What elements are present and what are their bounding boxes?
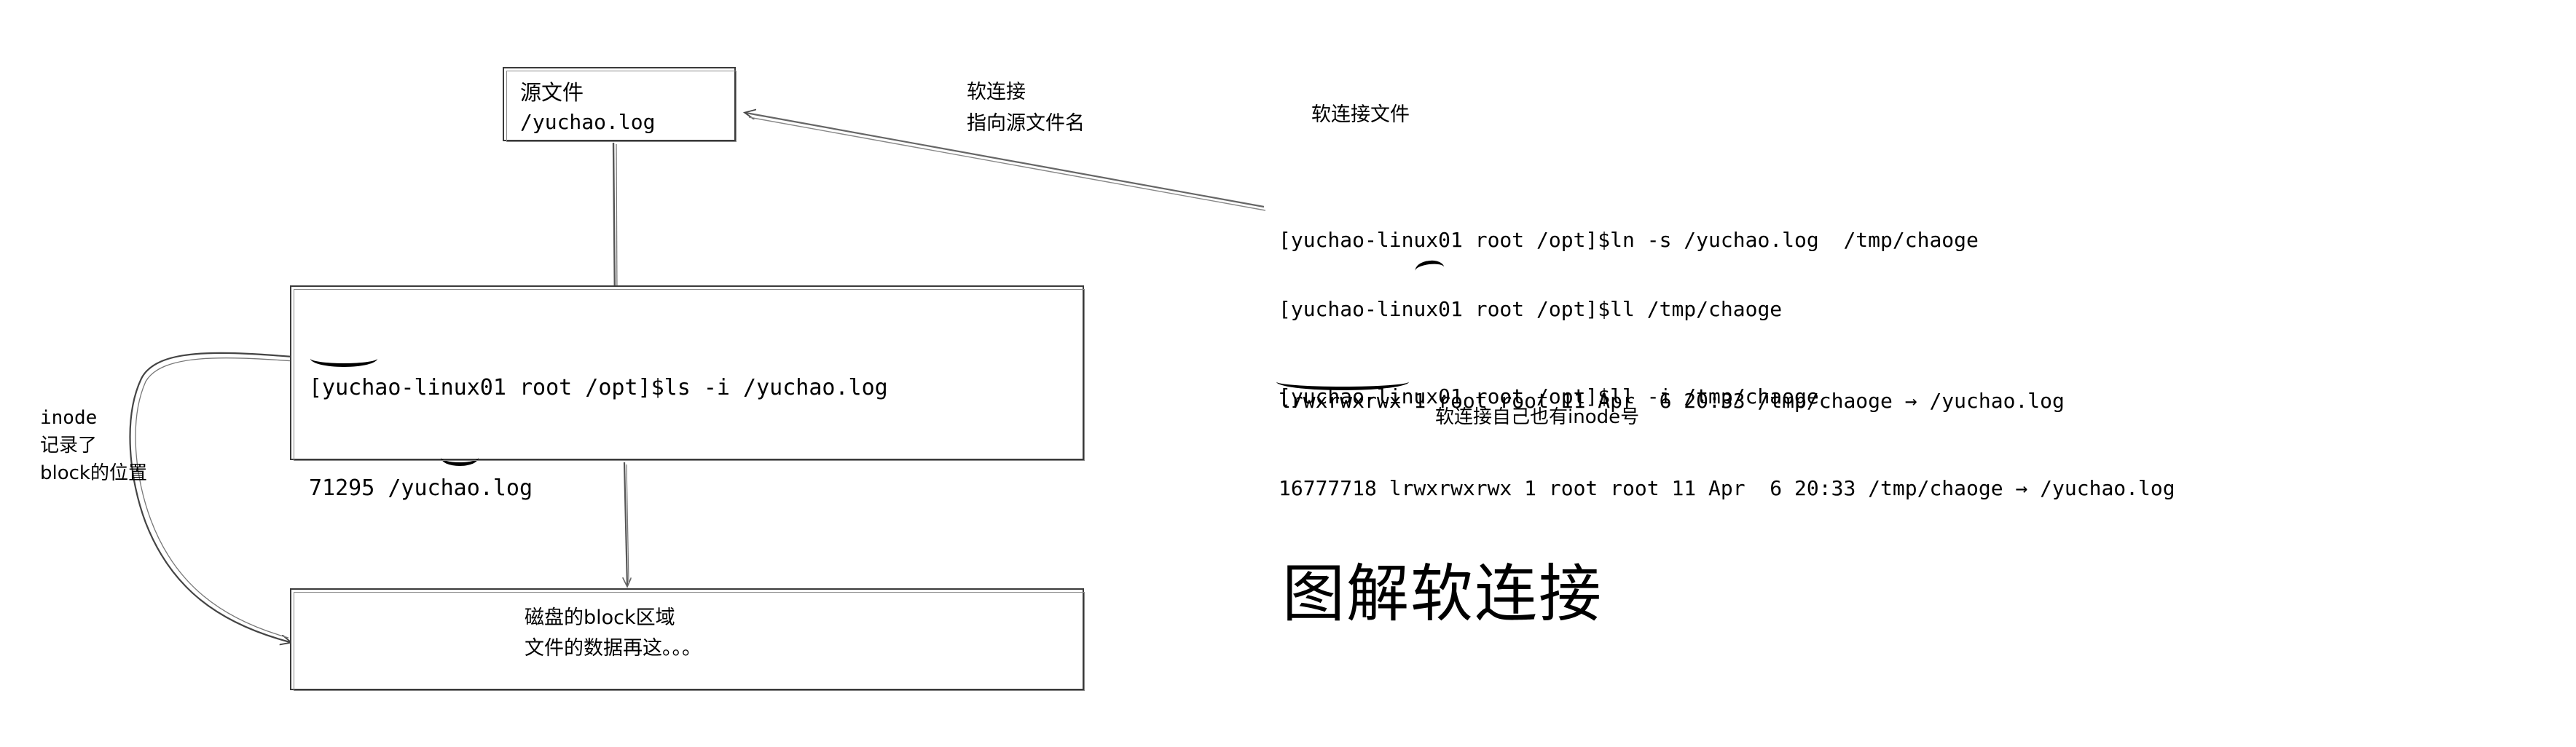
source-file-path: /yuchao.log	[520, 110, 656, 134]
inode-annotation-line2: 记录了	[40, 435, 98, 456]
command-block-1-line-1: [yuchao-linux01 root /opt]$ln -s /yuchao…	[1279, 228, 1979, 252]
source-file-label: 源文件	[520, 80, 584, 105]
disk-block-line1: 磁盘的block区域	[525, 606, 675, 629]
command-block-3-line-1: [yuchao-linux01 root /opt]$ll -i /tmp/ch…	[1279, 384, 1819, 408]
terminal-line-gap	[309, 572, 954, 588]
softlink-inode-annotation: 软连接自己也有inode号	[1435, 406, 1640, 428]
command-block-1: [yuchao-linux01 root /opt]$ln -s /yuchao…	[1279, 164, 1979, 317]
disk-block-line2: 文件的数据再这。。。	[525, 637, 702, 660]
terminal-line-1: [yuchao-linux01 root /opt]$ls -i /yuchao…	[309, 375, 888, 400]
softlink-annotation-line2: 指向源文件名	[967, 112, 1085, 135]
page-title: 图解软连接	[1282, 558, 1603, 631]
softlink-annotation-line1: 软连接	[967, 81, 1026, 103]
softlink-annotation: 软连接指向源文件名	[967, 76, 1085, 139]
command-block-3-line-2: 16777718 lrwxrwxrwx 1 root root 11 Apr 6…	[1279, 476, 2175, 500]
source-file-box: 源文件/yuchao.log	[503, 67, 737, 142]
command-block-2: [yuchao-linux01 root /opt]$ll /tmp/chaog…	[1279, 233, 2065, 478]
terminal-output-box: [yuchao-linux01 root /opt]$ls -i /yuchao…	[290, 285, 1085, 684]
command-block-2-line-1: [yuchao-linux01 root /opt]$ll /tmp/chaog…	[1279, 297, 1783, 321]
disk-block-box-text: 磁盘的block区域文件的数据再这。。。	[525, 603, 702, 664]
disk-block-box: 磁盘的block区域文件的数据再这。。。	[290, 588, 1085, 691]
command-block-3: [yuchao-linux01 root /opt]$ll -i /tmp/ch…	[1279, 320, 2175, 565]
softlink-file-section-title: 软连接文件	[1311, 103, 1410, 126]
source-file-box-text: 源文件/yuchao.log	[520, 78, 655, 137]
inode-annotation-line3: block的位置	[40, 462, 147, 484]
terminal-line-2: 71295 /yuchao.log	[309, 475, 533, 501]
inode-annotation-line1: inode	[40, 407, 98, 429]
command-block-2-line-2: lrwxrwxrwx 1 root root 11 Apr 6 20:33 /t…	[1279, 389, 2065, 413]
inode-annotation: inode 记录了 block的位置	[40, 404, 147, 487]
softlink-inode-underline	[1276, 380, 1409, 390]
link-count-underline	[441, 456, 479, 466]
inode-number-underline	[310, 357, 377, 367]
arrow-source-to-terminal	[613, 142, 617, 302]
